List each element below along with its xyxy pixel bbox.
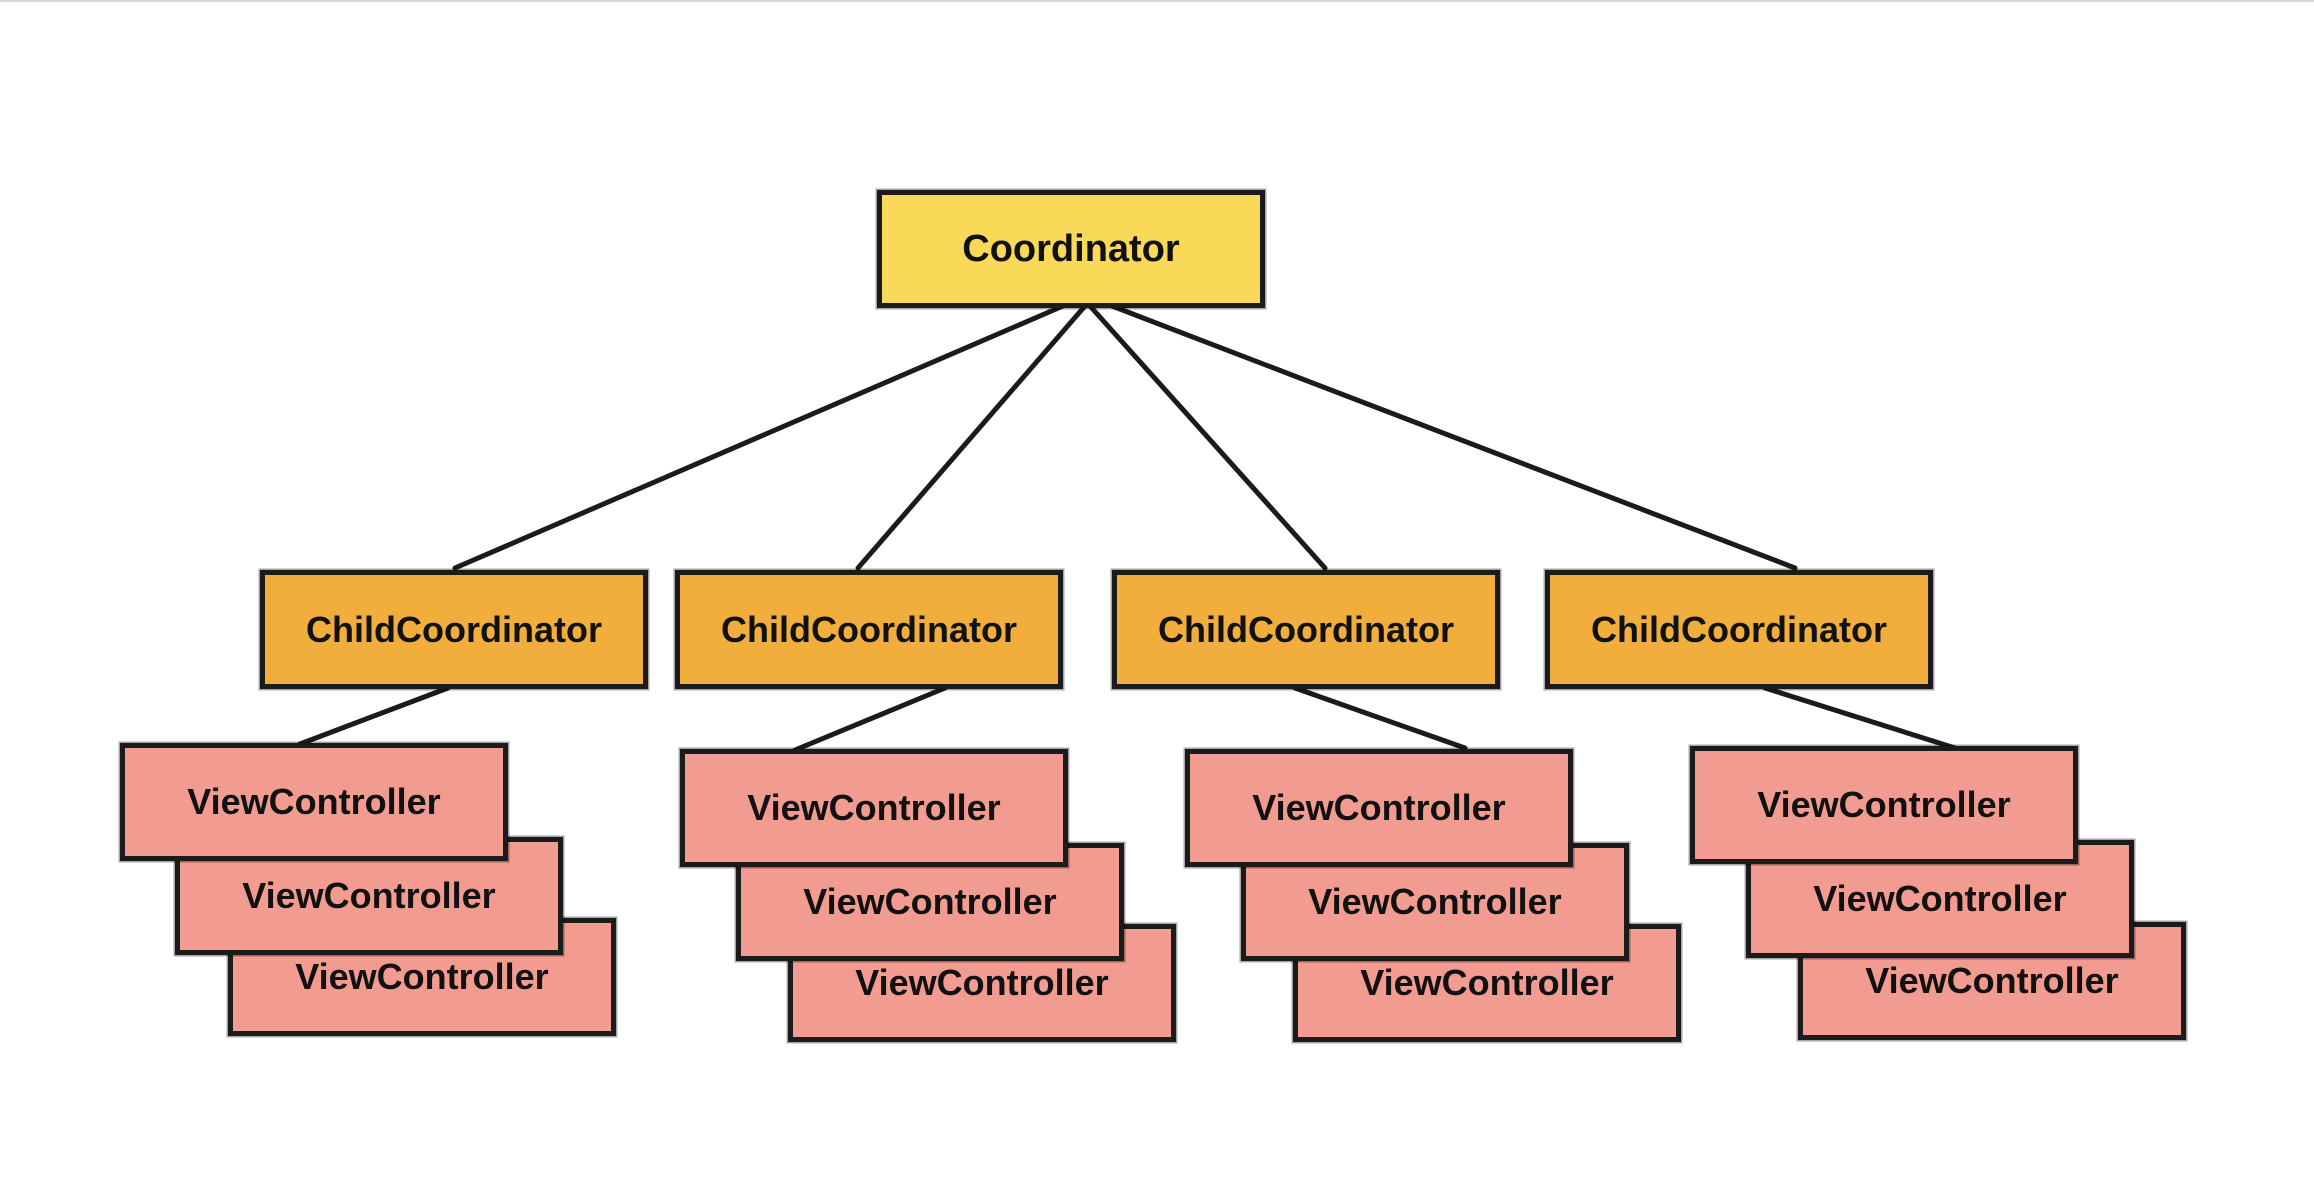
- child-coordinator-node-2: ChildCoordinator: [675, 570, 1063, 689]
- edge-root-child-3: [1087, 303, 1328, 571]
- edge-root-child-1: [452, 303, 1066, 571]
- edge-child-3-vc: [1292, 685, 1468, 751]
- edge-child-2-vc: [792, 685, 948, 753]
- edge-child-4-vc: [1762, 685, 1958, 751]
- view-controller-node-2-1: ViewController: [680, 749, 1068, 867]
- edge-child-1-vc: [297, 685, 451, 747]
- child-coordinator-node-3: ChildCoordinator: [1112, 570, 1500, 689]
- child-coordinator-node-1: ChildCoordinator: [260, 570, 648, 689]
- child-coordinator-node-4: ChildCoordinator: [1545, 570, 1933, 689]
- view-controller-node-4-1: ViewController: [1690, 746, 2078, 864]
- top-border: [0, 0, 2314, 2]
- view-controller-node-3-1: ViewController: [1185, 749, 1573, 867]
- coordinator-node: Coordinator: [877, 190, 1265, 308]
- view-controller-node-1-1: ViewController: [120, 743, 508, 861]
- edge-root-child-4: [1109, 303, 1798, 571]
- edge-root-child-2: [855, 303, 1088, 571]
